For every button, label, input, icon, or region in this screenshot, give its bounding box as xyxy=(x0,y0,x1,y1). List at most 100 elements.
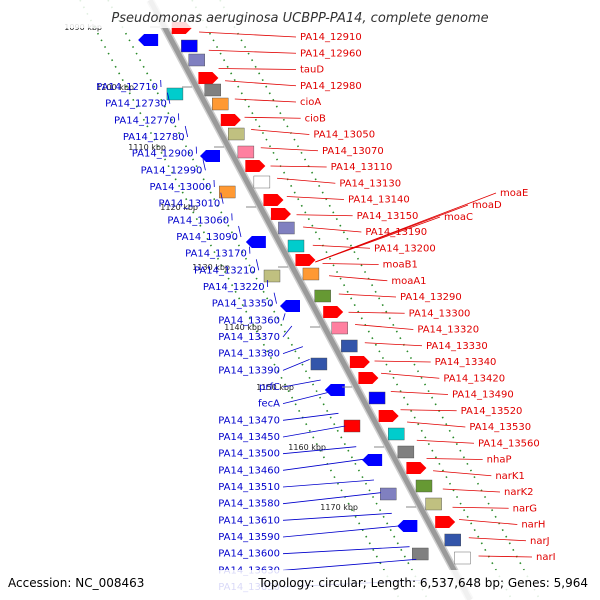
gene-label-left[interactable]: PA14_12770 xyxy=(114,115,176,126)
gene-label-right[interactable]: PA14_13330 xyxy=(426,341,488,352)
left-leader xyxy=(282,425,346,438)
gene-label-right[interactable]: cioA xyxy=(300,97,321,108)
tick-label: 1140 kbp xyxy=(224,323,262,332)
gene-label-left[interactable]: PA14_13350 xyxy=(212,299,274,310)
right-leader xyxy=(381,372,440,379)
reverse-gene-block xyxy=(166,87,184,101)
gene-label-right[interactable]: PA14_13290 xyxy=(400,292,462,303)
gene-label-moa[interactable]: moaC xyxy=(444,212,473,223)
gene-label-left[interactable]: prfC xyxy=(259,382,280,393)
reverse-gene-arrow xyxy=(280,300,300,312)
gene-label-left[interactable]: PA14_13600 xyxy=(218,549,280,560)
gene-label-left[interactable]: PA14_13590 xyxy=(218,532,280,543)
gene-label-right[interactable]: PA14_13070 xyxy=(322,146,384,157)
forward-gene-block xyxy=(388,427,405,441)
gene-label-right[interactable]: narK2 xyxy=(504,487,534,498)
gene-label-right[interactable]: narG xyxy=(513,503,537,514)
title-backdrop xyxy=(0,0,600,28)
gene-label-left[interactable]: PA14_13460 xyxy=(218,465,280,476)
reverse-gene-arrow xyxy=(245,236,266,248)
gene-label-right[interactable]: PA14_12980 xyxy=(300,81,362,92)
gene-label-left[interactable]: PA14_13580 xyxy=(218,499,280,510)
dot-track-right xyxy=(191,0,513,600)
gene-label-right[interactable]: PA14_13340 xyxy=(435,357,497,368)
gene-label-left[interactable]: PA14_13500 xyxy=(218,449,280,460)
gene-label-right[interactable]: nhaP xyxy=(487,455,512,466)
dot-track-left xyxy=(107,0,429,600)
left-leader xyxy=(282,313,286,321)
gene-label-left[interactable]: PA14_13210 xyxy=(194,265,256,276)
gene-label-left[interactable]: PA14_13220 xyxy=(203,282,265,293)
gene-label-right[interactable]: PA14_13140 xyxy=(348,195,410,206)
gene-label-left[interactable]: PA14_13470 xyxy=(218,415,280,426)
gene-label-right[interactable]: PA14_13190 xyxy=(365,227,427,238)
gene-label-right[interactable]: moaA1 xyxy=(391,276,426,287)
gene-label-right[interactable]: PA14_13490 xyxy=(452,390,514,401)
gene-label-left[interactable]: PA14_12730 xyxy=(105,99,167,110)
gene-label-left[interactable]: PA14_12780 xyxy=(123,132,185,143)
gene-label-left[interactable]: PA14_13360 xyxy=(218,315,280,326)
gene-label-left[interactable]: PA14_13510 xyxy=(218,482,280,493)
right-leader xyxy=(478,555,533,558)
forward-gene-block xyxy=(212,97,229,111)
gene-label-left[interactable]: PA14_12710 xyxy=(96,82,158,93)
gene-label-left[interactable]: PA14_12990 xyxy=(141,165,203,176)
gene-label-right[interactable]: PA14_13110 xyxy=(331,162,393,173)
gene-label-right[interactable]: PA14_12960 xyxy=(300,48,362,59)
gene-label-right[interactable]: PA14_13300 xyxy=(409,308,471,319)
reverse-gene-arrow xyxy=(200,150,220,162)
gene-label-right[interactable]: PA14_13050 xyxy=(313,130,375,141)
gene-label-left[interactable]: PA14_13000 xyxy=(150,182,212,193)
right-leader xyxy=(329,275,388,282)
left-leader xyxy=(202,159,206,171)
gene-label-moa[interactable]: moaD xyxy=(472,200,502,211)
left-leader xyxy=(282,558,417,571)
right-leader xyxy=(312,244,371,249)
left-leader xyxy=(282,412,339,421)
backbone-line xyxy=(147,0,473,600)
right-leader xyxy=(390,391,449,395)
gene-label-right[interactable]: tauD xyxy=(300,65,324,76)
forward-gene-block xyxy=(253,175,271,189)
gene-label-left[interactable]: PA14_13010 xyxy=(158,199,220,210)
gene-label-right[interactable]: PA14_13130 xyxy=(339,178,401,189)
gene-label-left[interactable]: fecA xyxy=(258,399,280,410)
gene-label-left[interactable]: PA14_13610 xyxy=(218,515,280,526)
right-leader xyxy=(251,129,310,135)
reverse-gene-block xyxy=(263,269,281,283)
gene-label-left[interactable]: PA14_13060 xyxy=(167,215,229,226)
right-leader xyxy=(225,80,297,87)
gene-label-left[interactable]: PA14_13390 xyxy=(218,365,280,376)
gene-label-right[interactable]: PA14_13420 xyxy=(443,373,505,384)
gene-label-right[interactable]: PA14_13530 xyxy=(469,422,531,433)
accession-text: Accession: NC_008463 xyxy=(8,576,144,590)
reverse-gene-arrow xyxy=(324,384,345,396)
gene-label-right[interactable]: narI xyxy=(536,552,556,563)
gene-label-right[interactable]: narH xyxy=(521,520,545,531)
right-leader xyxy=(286,196,345,200)
gene-label-left[interactable]: PA14_13370 xyxy=(218,332,280,343)
gene-label-left[interactable]: PA14_13450 xyxy=(218,432,280,443)
gene-label-right[interactable]: PA14_13560 xyxy=(478,438,540,449)
gene-label-left[interactable]: PA14_12900 xyxy=(132,149,194,160)
gene-label-moa[interactable]: moaE xyxy=(500,188,528,199)
gene-label-right[interactable]: PA14_12910 xyxy=(300,32,362,43)
gene-label-left[interactable]: PA14_13380 xyxy=(218,349,280,360)
gene-label-right[interactable]: PA14_13150 xyxy=(357,211,419,222)
tick-label: 1160 kbp xyxy=(288,443,326,452)
gene-label-right[interactable]: narJ xyxy=(530,536,550,547)
gene-label-right[interactable]: cioB xyxy=(305,113,326,124)
forward-gene-arrow xyxy=(323,306,344,318)
gene-label-left[interactable]: PA14_13090 xyxy=(176,232,238,243)
gene-label-right[interactable]: PA14_13520 xyxy=(461,406,523,417)
right-leader xyxy=(452,506,509,509)
gene-label-right[interactable]: PA14_13320 xyxy=(417,325,479,336)
gene-label-right[interactable]: moaB1 xyxy=(383,260,418,271)
left-leader xyxy=(282,346,304,355)
gene-label-right[interactable]: narK1 xyxy=(495,471,525,482)
gene-label-left[interactable]: PA14_13170 xyxy=(185,249,247,260)
forward-gene-arrow xyxy=(406,462,427,474)
gene-label-right[interactable]: PA14_13200 xyxy=(374,243,436,254)
left-leader xyxy=(282,479,375,488)
